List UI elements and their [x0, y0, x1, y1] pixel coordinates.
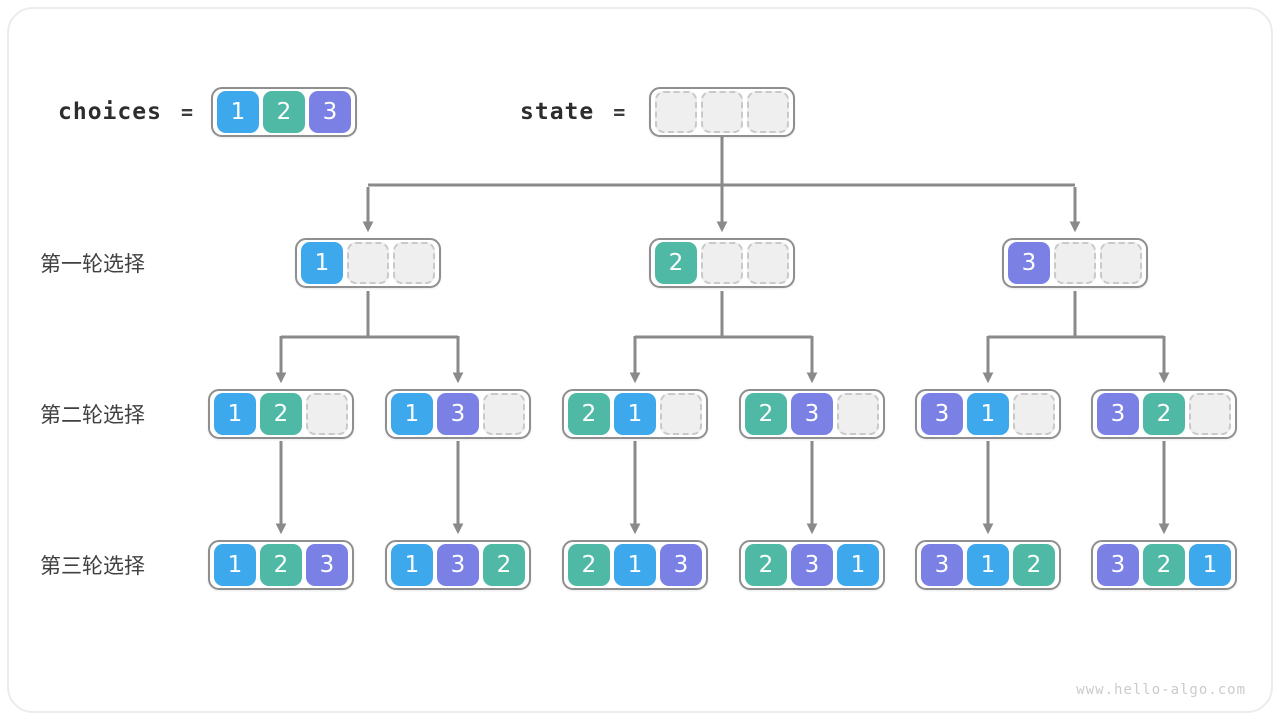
- round-2-label: 第二轮选择: [40, 403, 145, 427]
- state-box: [649, 87, 795, 137]
- cell: 3: [791, 393, 833, 435]
- arrow-lines: [275, 137, 1170, 535]
- cell: 3: [1008, 242, 1050, 284]
- cell: [701, 242, 743, 284]
- cell: 1: [301, 242, 343, 284]
- state-label: state: [520, 99, 595, 125]
- state-node: 2 1: [562, 389, 708, 439]
- cell: 2: [1143, 544, 1185, 586]
- state-node: 3 1: [915, 389, 1061, 439]
- watermark: www.hello-algo.com: [1076, 682, 1246, 698]
- cell: [1189, 393, 1231, 435]
- state-node: 1 3: [385, 389, 531, 439]
- equals-sign: =: [613, 100, 626, 124]
- state-node: 3: [1002, 238, 1148, 288]
- cell: [1054, 242, 1096, 284]
- cell: 3: [1097, 544, 1139, 586]
- cell: [483, 393, 525, 435]
- cell: [347, 242, 389, 284]
- cell: 2: [483, 544, 525, 586]
- cell: 3: [921, 393, 963, 435]
- cell: 1: [967, 544, 1009, 586]
- cell: 1: [1189, 544, 1231, 586]
- cell: [701, 91, 743, 133]
- cell: 1: [614, 544, 656, 586]
- cell: [837, 393, 879, 435]
- cell: 2: [655, 242, 697, 284]
- cell: 2: [568, 393, 610, 435]
- cell: [655, 91, 697, 133]
- choices-header: choices =: [58, 87, 193, 137]
- cell: 2: [263, 91, 305, 133]
- cell: [306, 393, 348, 435]
- cell: 1: [214, 393, 256, 435]
- choices-label: choices: [58, 99, 162, 125]
- state-node: 2 1 3: [562, 540, 708, 590]
- state-node: 1 2 3: [208, 540, 354, 590]
- cell: 1: [214, 544, 256, 586]
- state-node: 2 3 1: [739, 540, 885, 590]
- cell: 2: [745, 393, 787, 435]
- cell: 1: [837, 544, 879, 586]
- state-node: 3 2 1: [1091, 540, 1237, 590]
- cell: [393, 242, 435, 284]
- cell: 1: [391, 544, 433, 586]
- round-3-label: 第三轮选择: [40, 554, 145, 578]
- cell: 2: [745, 544, 787, 586]
- cell: 2: [260, 393, 302, 435]
- cell: 3: [660, 544, 702, 586]
- cell: 3: [921, 544, 963, 586]
- cell: 3: [437, 544, 479, 586]
- state-node: 1 3 2: [385, 540, 531, 590]
- cell: [747, 242, 789, 284]
- cell: [660, 393, 702, 435]
- state-node: 1: [295, 238, 441, 288]
- state-node: 1 2: [208, 389, 354, 439]
- cell: 1: [391, 393, 433, 435]
- equals-sign: =: [180, 100, 193, 124]
- round-1-label: 第一轮选择: [40, 252, 145, 276]
- cell: 1: [967, 393, 1009, 435]
- state-node: 3 1 2: [915, 540, 1061, 590]
- cell: 1: [614, 393, 656, 435]
- cell: 3: [309, 91, 351, 133]
- cell: 2: [1013, 544, 1055, 586]
- state-header: state =: [520, 87, 625, 137]
- choices-box: 1 2 3: [211, 87, 357, 137]
- cell: [1100, 242, 1142, 284]
- cell: 1: [217, 91, 259, 133]
- cell: 3: [437, 393, 479, 435]
- cell: 3: [306, 544, 348, 586]
- state-node: 2 3: [739, 389, 885, 439]
- cell: [747, 91, 789, 133]
- cell: 2: [568, 544, 610, 586]
- state-node: 2: [649, 238, 795, 288]
- cell: 2: [1143, 393, 1185, 435]
- cell: 2: [260, 544, 302, 586]
- state-node: 3 2: [1091, 389, 1237, 439]
- cell: 3: [791, 544, 833, 586]
- cell: [1013, 393, 1055, 435]
- cell: 3: [1097, 393, 1139, 435]
